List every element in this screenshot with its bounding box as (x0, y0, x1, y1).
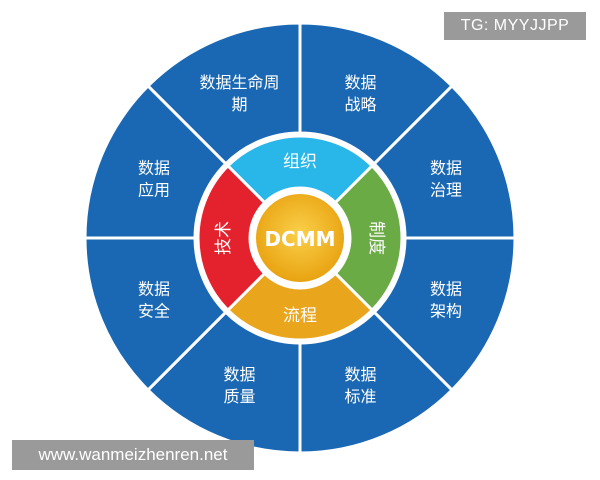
outer-segment-label-line2: 架构 (430, 301, 462, 320)
center-circle (252, 190, 348, 286)
outer-segment (83, 83, 228, 240)
outer-segment-label-line1: 数据 (138, 279, 170, 298)
outer-segment-label-line2: 战略 (344, 95, 376, 114)
outer-segment-label-line1: 数据 (344, 365, 376, 384)
outer-segment-label-line1: 数据 (430, 279, 462, 298)
outer-ring (83, 21, 517, 455)
outer-segment-label-line2: 标准 (344, 387, 376, 406)
outer-segment-label-line1: 数据生命周 (200, 73, 280, 92)
center-label: DCMM (264, 227, 335, 251)
outer-segment-label-line2: 质量 (224, 387, 256, 406)
inner-ring-label: 技术 (214, 221, 234, 255)
inner-ring-label: 制度 (366, 221, 386, 255)
outer-segment-label-line1: 数据 (224, 365, 256, 384)
inner-ring-label: 组织 (283, 152, 317, 172)
inner-ring (196, 134, 404, 342)
outer-segment-label-line1: 数据 (430, 159, 462, 178)
outer-segment-label-line2: 期 (232, 95, 248, 114)
inner-ring-segment (333, 163, 404, 313)
outer-segment-label-line1: 数据 (344, 73, 376, 92)
watermark-top-right: TG: MYYJJPP (444, 12, 586, 40)
outer-segment-label-line2: 安全 (138, 301, 170, 320)
outer-segment-label-line1: 数据 (138, 159, 170, 178)
inner-ring-segment (225, 271, 375, 342)
outer-segment-label-line2: 治理 (430, 181, 462, 200)
outer-segment-label-line2: 应用 (138, 181, 170, 200)
inner-ring-segment (225, 134, 375, 205)
watermark-bottom-left: www.wanmeizhenren.net (12, 440, 254, 470)
inner-ring-segment (196, 163, 267, 313)
inner-ring-label: 流程 (283, 306, 317, 326)
